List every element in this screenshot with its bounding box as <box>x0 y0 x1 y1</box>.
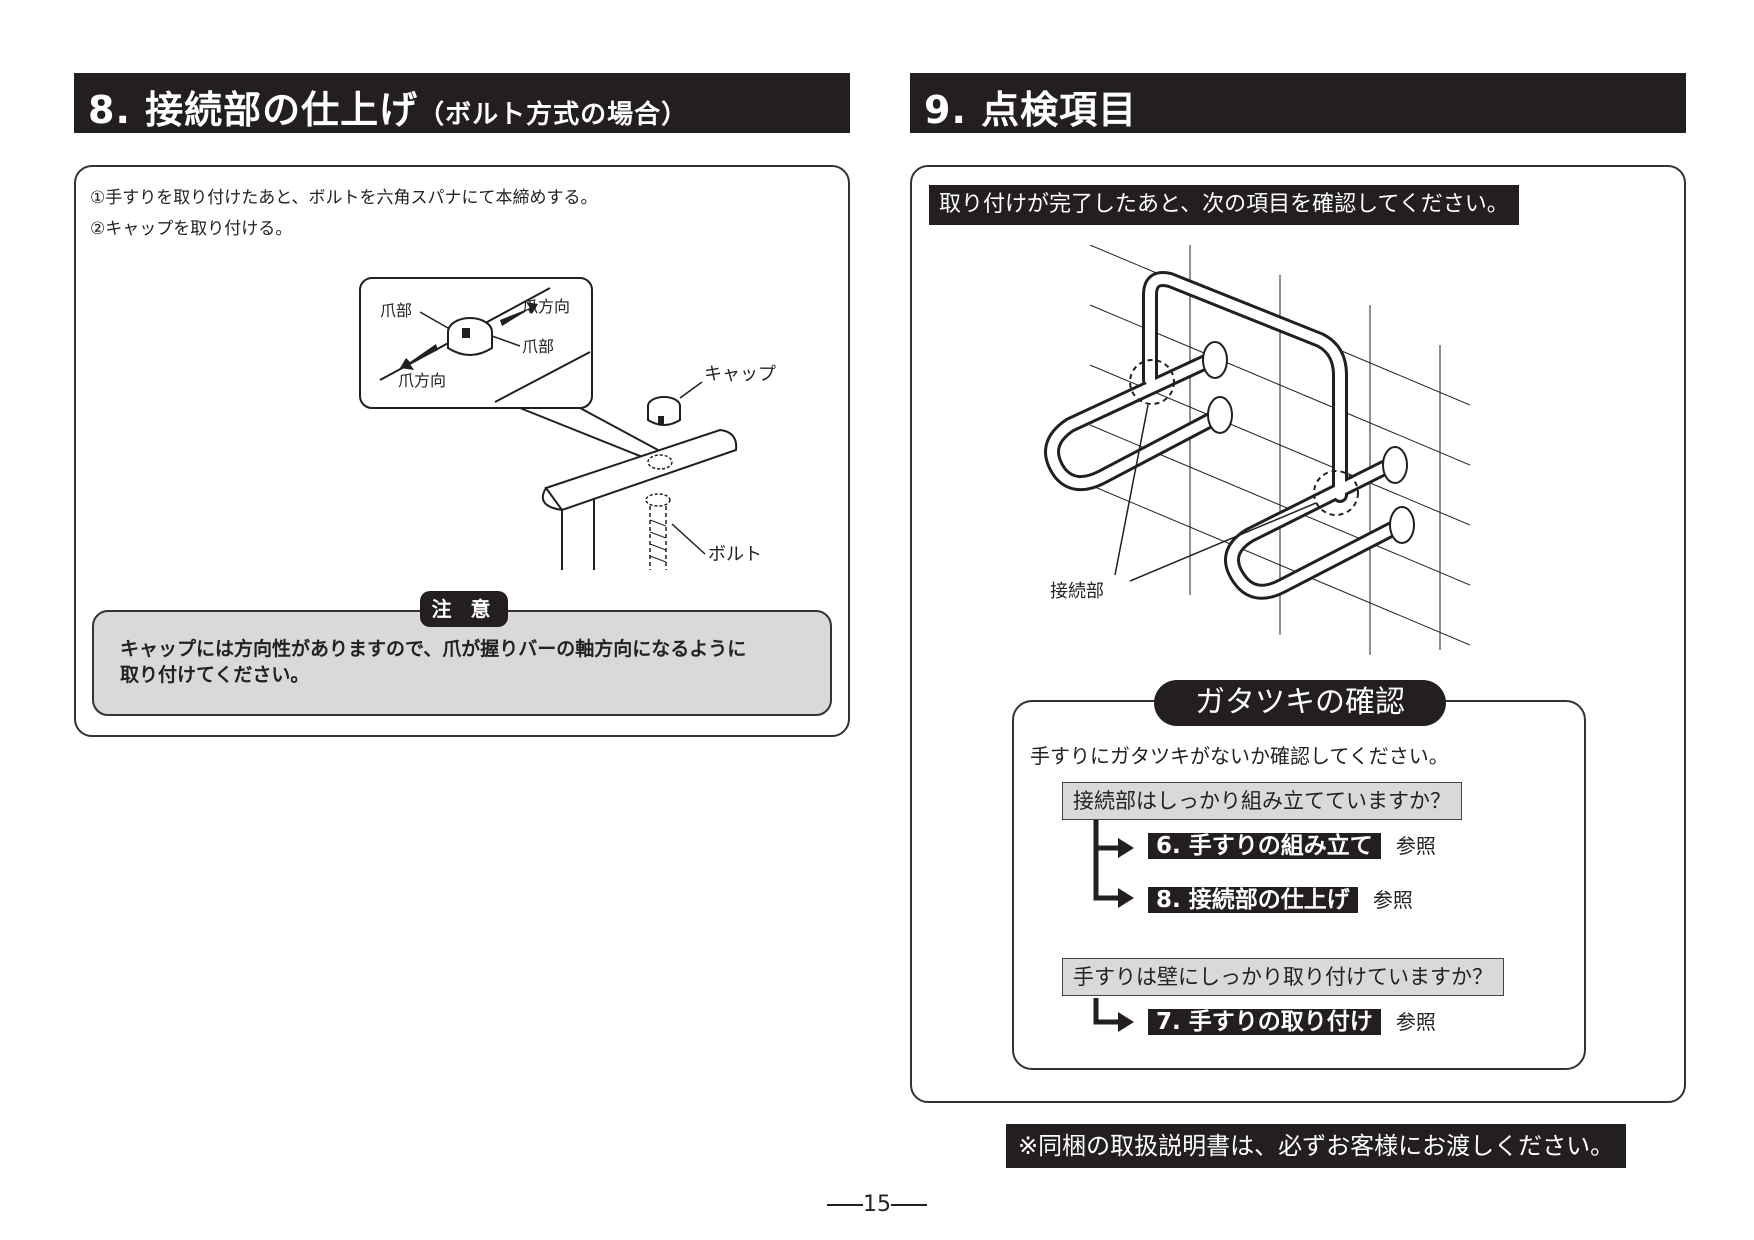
joint-marker <box>1129 359 1175 405</box>
arrow-icon <box>400 344 438 370</box>
caution-label: 注 意 <box>420 591 508 627</box>
section-9-title: 9. 点検項目 <box>924 88 1138 132</box>
step-list: ①手すりを取り付けたあと、ボルトを六角スパナにて本締めする。 ②キャップを取り付… <box>90 183 598 245</box>
question-wall-mount: 手すりは壁にしっかり取り付けていますか？ <box>1062 958 1504 996</box>
wall-mount-icon <box>1382 446 1408 484</box>
ref-mounting: 7. 手すりの取り付け <box>1148 1009 1381 1035</box>
section-9-panel <box>910 165 1686 1103</box>
ref-assembly: 6. 手すりの組み立て <box>1148 833 1381 859</box>
label-cap: キャップ <box>704 364 776 385</box>
wall-mount-icon <box>1207 396 1233 434</box>
step-1: ①手すりを取り付けたあと、ボルトを六角スパナにて本締めする。 <box>90 188 598 208</box>
caution-box <box>92 610 832 716</box>
ref-row-3: 7. 手すりの取り付け 参照 <box>1148 1004 1436 1040</box>
label-claw-dir-bottom: 爪方向 <box>398 371 446 390</box>
ref-row-2: 8. 接続部の仕上げ 参照 <box>1148 882 1413 918</box>
branch-arrow-icon <box>1093 820 1134 908</box>
page-number: 15 <box>0 1192 1754 1217</box>
label-claw-dir-top: 爪方向 <box>522 297 570 316</box>
manual-handover-note: ※同梱の取扱説明書は、必ずお客様にお渡しください。 <box>1006 1124 1627 1168</box>
wall-mount-icon <box>1389 506 1415 544</box>
caution-text: キャップには方向性がありますので、爪が握りバーの軸方向になるように 取り付けてく… <box>120 638 747 686</box>
see-note: 参照 <box>1395 1010 1436 1034</box>
joint-marker <box>1313 470 1359 516</box>
ref-joint-finish: 8. 接続部の仕上げ <box>1148 887 1358 913</box>
arrow-icon <box>500 302 538 326</box>
wall-mount-icon <box>1202 341 1228 379</box>
label-claw-top: 爪部 <box>380 301 412 320</box>
section-8-header: 8. 接続部の仕上げ（ボルト方式の場合） <box>74 73 850 133</box>
section-8-subtitle: （ボルト方式の場合） <box>418 100 689 130</box>
rattle-check-lead: 手すりにガタツキがないか確認してください。 <box>1030 744 1449 768</box>
section-9-header: 9. 点検項目 <box>910 73 1686 133</box>
handrail-diagram: 接続部 <box>1044 245 1470 655</box>
step-2: ②キャップを取り付ける。 <box>90 219 293 239</box>
see-note: 参照 <box>1395 834 1436 858</box>
see-note: 参照 <box>1372 888 1413 912</box>
label-joint: 接続部 <box>1050 581 1104 602</box>
question-joint-assembly: 接続部はしっかり組み立てていますか？ <box>1062 782 1462 820</box>
bolt-icon <box>649 506 667 570</box>
grab-bar-frame <box>1044 271 1408 600</box>
cap-install-diagram: 爪部 爪方向 爪部 爪方向 キャップ ボルト <box>359 277 776 570</box>
label-claw-bottom: 爪部 <box>522 337 554 356</box>
arrow-icon <box>1093 998 1134 1032</box>
inspection-intro: 取り付けが完了したあと、次の項目を確認してください。 <box>929 185 1519 225</box>
section-8-title: 8. 接続部の仕上げ <box>88 88 419 132</box>
rattle-check-title: ガタツキの確認 <box>1154 680 1446 726</box>
label-bolt: ボルト <box>708 544 762 565</box>
grab-bar <box>544 428 738 512</box>
ref-row-1: 6. 手すりの組み立て 参照 <box>1148 828 1436 864</box>
